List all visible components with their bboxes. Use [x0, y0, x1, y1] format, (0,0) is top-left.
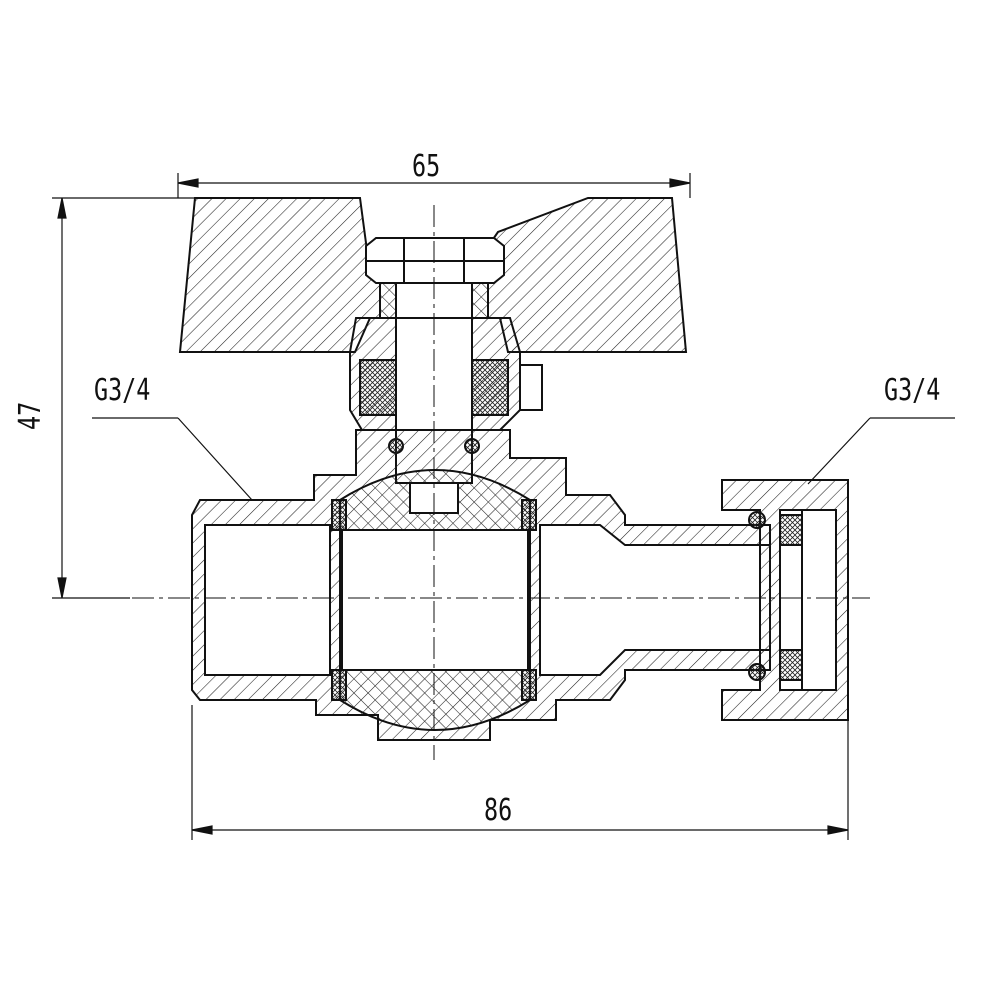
bore: [204, 524, 331, 676]
height-dimension: 47: [13, 401, 48, 430]
thread-label-right: G3/4: [884, 373, 941, 408]
thread-label-left: G3/4: [94, 373, 151, 408]
width-dimension-bottom: 86: [484, 793, 513, 828]
width-dimension-top: 65: [412, 149, 441, 184]
